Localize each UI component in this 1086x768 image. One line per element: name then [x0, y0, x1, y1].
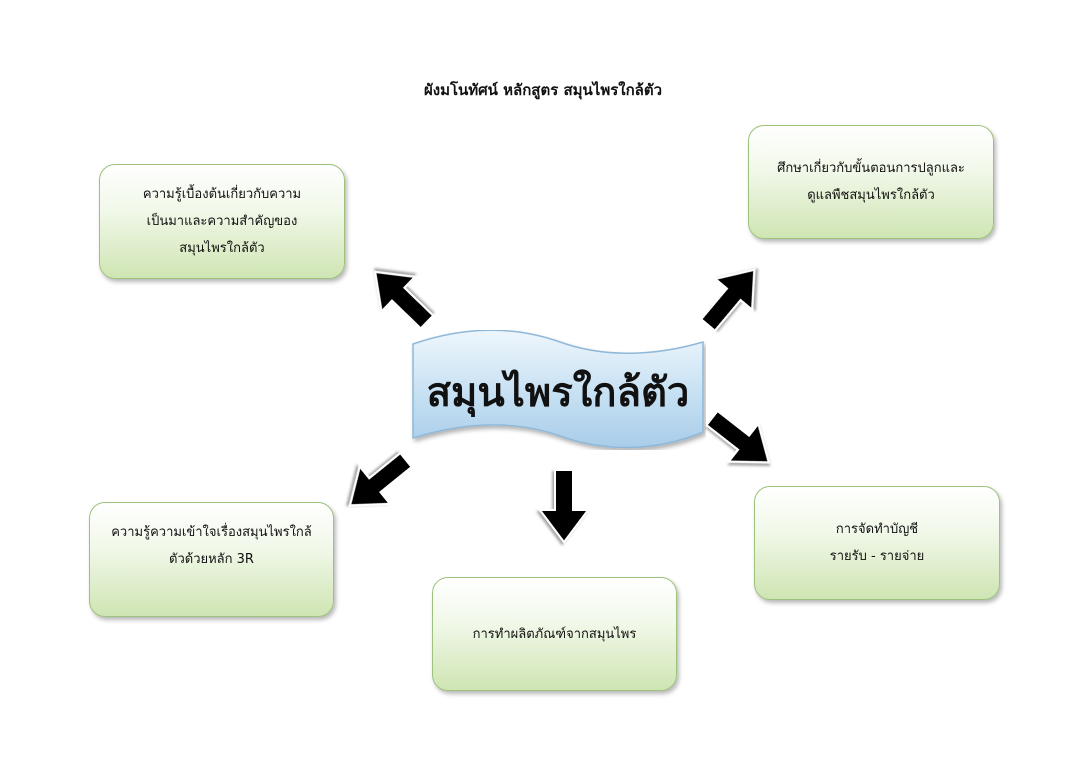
topic-box-accounting: การจัดทำบัญชี รายรับ - รายจ่าย: [754, 486, 1000, 600]
center-banner-shape: [412, 330, 704, 449]
diagram-title: ผังมโนทัศน์ หลักสูตร สมุนไพรใกล้ตัว: [423, 81, 663, 99]
topic-box-3r-understanding: ความรู้ความเข้าใจเรื่องสมุนไพรใกล้ ตัวด้…: [89, 502, 334, 617]
arrow-to-top-left: [357, 253, 445, 341]
arrow-to-top-right: [688, 253, 774, 342]
topic-line: ศึกษาเกี่ยวกับขั้นตอนการปลูกและ: [777, 161, 965, 176]
topic-line: ความรู้เบื้องต้นเกี่ยวกับความ: [142, 187, 302, 202]
topic-line: การจัดทำบัญชี: [835, 522, 919, 537]
topic-line: ดูแลพืชสมุนไพรใกล้ตัว: [807, 188, 935, 203]
arrow-to-bottom-right: [696, 398, 785, 483]
topic-line: เป็นมาและความสำคัญของ: [146, 214, 298, 229]
center-topic: สมุนไพรใกล้ตัว: [426, 369, 690, 416]
topic-line: สมุนไพรใกล้ตัว: [179, 241, 265, 256]
topic-line: ความรู้ความเข้าใจเรื่องสมุนไพรใกล้: [111, 525, 312, 540]
topic-box-planting-care: ศึกษาเกี่ยวกับขั้นตอนการปลูกและ ดูแลพืชส…: [748, 125, 994, 239]
topic-line: การทำผลิตภัณฑ์จากสมุนไพร: [472, 626, 637, 642]
topic-box-basic-knowledge: ความรู้เบื้องต้นเกี่ยวกับความ เป็นมาและค…: [99, 164, 345, 279]
arrow-to-bottom-left: [333, 440, 423, 525]
topic-box-herbal-products: การทำผลิตภัณฑ์จากสมุนไพร: [432, 577, 677, 691]
topic-line: ตัวด้วยหลัก 3R: [169, 552, 254, 567]
arrow-to-bottom-center: [539, 469, 589, 543]
topic-line: รายรับ - รายจ่าย: [829, 549, 925, 564]
